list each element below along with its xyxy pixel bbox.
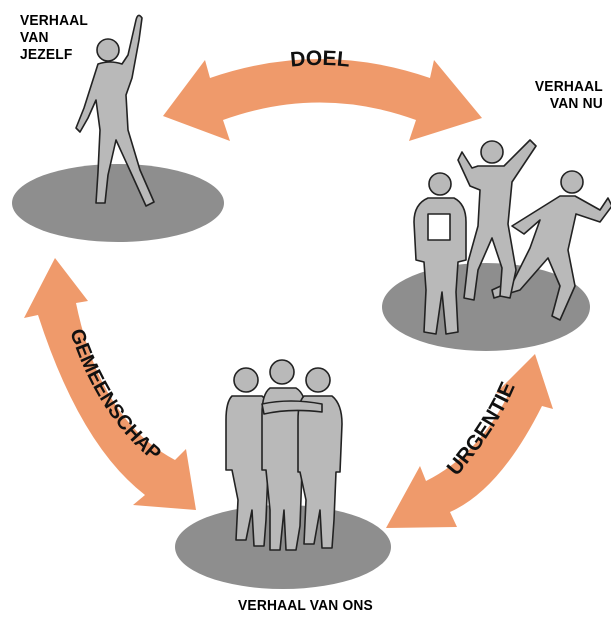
label-verhaal-van-jezelf: VERHAAL VAN JEZELF — [20, 12, 88, 63]
label-nu-line1: VERHAAL — [535, 78, 603, 95]
figure-group-ons — [225, 359, 343, 551]
arrow-doel — [163, 59, 482, 141]
label-verhaal-van-nu: VERHAAL VAN NU — [535, 78, 603, 112]
ellipse-ons — [175, 505, 391, 589]
label-verhaal-van-ons: VERHAAL VAN ONS — [238, 597, 373, 614]
label-nu-line2: VAN NU — [550, 95, 603, 112]
ellipse-jezelf — [12, 164, 224, 242]
label-jezelf-line2: VAN — [20, 29, 49, 46]
figure-group-nu — [413, 139, 611, 335]
figure-raised-arm — [75, 14, 155, 207]
arrow-urgentie — [386, 354, 553, 528]
label-jezelf-line1: VERHAAL — [20, 12, 88, 29]
label-jezelf-line3: JEZELF — [20, 46, 73, 63]
arrow-gemeenschap — [24, 258, 196, 510]
arrow-label-doel: DOEL — [289, 47, 351, 72]
